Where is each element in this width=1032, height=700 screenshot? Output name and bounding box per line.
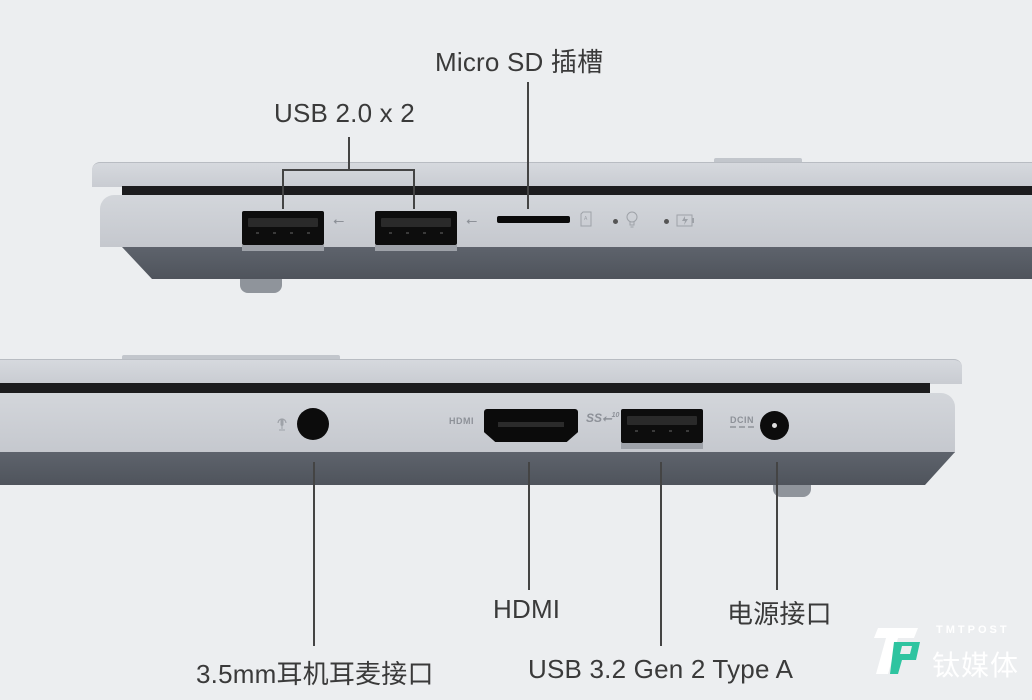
superspeed-10-icon: SS⭠10 <box>586 411 620 425</box>
brand-en: TMTPOST <box>936 624 1010 636</box>
usb32-port <box>621 409 703 449</box>
audio-jack <box>297 408 329 440</box>
rubber-foot <box>773 485 811 497</box>
tmtpost-logo-icon <box>874 628 920 674</box>
label-usb2: USB 2.0 x 2 <box>274 98 415 128</box>
lid <box>0 359 962 384</box>
dc-power-jack <box>760 411 789 440</box>
callout-usb2-bracket <box>282 169 415 171</box>
callout-power <box>776 462 778 590</box>
label-audio: 3.5mm耳机耳麦接口 <box>196 659 434 689</box>
svg-text:A: A <box>584 216 588 222</box>
usb2-port-2 <box>375 211 457 251</box>
usb2-port-1 <box>242 211 324 251</box>
usb-icon: ⭠ <box>466 212 478 228</box>
tmtpost-watermark: TMTPOST 钛媒体 <box>872 622 1022 682</box>
microsd-slot <box>497 216 570 223</box>
laptop-right-side-view <box>0 355 962 497</box>
hinge-gap <box>0 383 930 393</box>
dcin-marking: DCIN <box>730 415 754 428</box>
lightbulb-icon <box>626 211 638 228</box>
callout-audio <box>313 462 315 646</box>
hdmi-port <box>484 409 578 442</box>
lid <box>92 162 1032 187</box>
callout-hdmi <box>528 462 530 590</box>
callout-microsd <box>527 82 529 209</box>
label-hdmi: HDMI <box>493 594 561 624</box>
callout-usb2-left <box>282 169 284 209</box>
lid-rubber-strip <box>714 158 802 163</box>
usb-icon: ⭠ <box>333 212 345 228</box>
brand-cn: 钛媒体 <box>932 650 1020 681</box>
headset-icon <box>277 418 287 431</box>
hdmi-marking: HDMI <box>449 416 474 426</box>
label-usb32: USB 3.2 Gen 2 Type A <box>528 654 794 684</box>
chassis-base <box>0 452 955 485</box>
battery-charging-icon <box>676 214 694 227</box>
laptop-left-side-view <box>92 158 1032 298</box>
callout-usb2-stem <box>348 137 350 170</box>
sd-card-icon: A <box>580 211 592 227</box>
chassis-base <box>122 247 1032 279</box>
rubber-foot <box>240 279 282 293</box>
indicator-led-1 <box>613 219 618 224</box>
label-power: 电源接口 <box>727 599 832 629</box>
lid-rubber-strip <box>122 355 340 360</box>
callout-usb2-right <box>413 169 415 209</box>
indicator-led-2 <box>664 219 669 224</box>
callout-usb32 <box>660 462 662 646</box>
label-microsd: Micro SD 插槽 <box>435 47 604 77</box>
chassis-side <box>0 393 955 453</box>
hinge-gap <box>122 186 1032 195</box>
